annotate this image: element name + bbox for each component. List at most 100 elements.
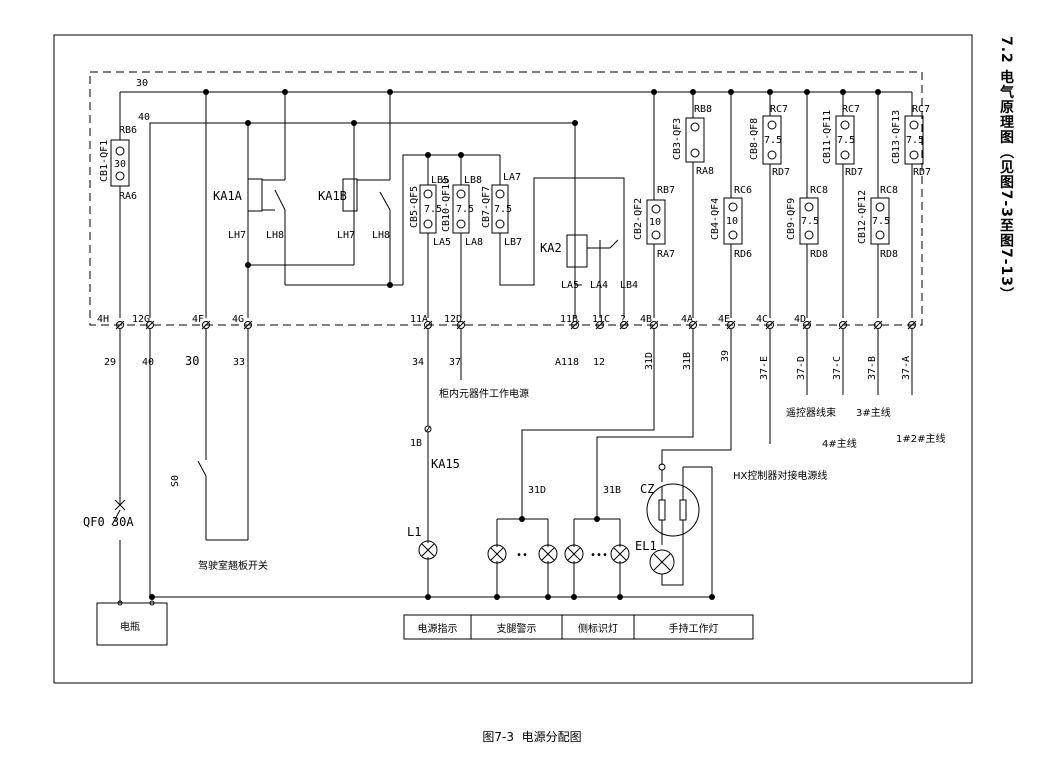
qf1-top: RB6 xyxy=(119,125,137,136)
qf1-name: CB1-QF1 xyxy=(99,140,110,182)
svg-text:31B: 31B xyxy=(682,352,693,370)
svg-text:CB3-QF3: CB3-QF3 xyxy=(672,118,683,160)
svg-text:7.5: 7.5 xyxy=(837,135,855,146)
svg-text:S0: S0 xyxy=(170,475,181,487)
svg-text:KA2: KA2 xyxy=(540,241,562,255)
svg-text:RA7: RA7 xyxy=(657,249,675,260)
svg-text:7.5: 7.5 xyxy=(494,204,512,215)
svg-text:A118: A118 xyxy=(555,357,579,368)
svg-text:CB7-QF7: CB7-QF7 xyxy=(481,186,492,228)
svg-text:EL1: EL1 xyxy=(635,539,657,553)
ka1a-label: KA1A xyxy=(213,189,243,203)
svg-text:RA8: RA8 xyxy=(696,166,714,177)
svg-text:12D: 12D xyxy=(444,314,462,325)
lamp-el1 xyxy=(649,549,683,586)
bus-30-label: 30 xyxy=(136,78,148,89)
svg-text:RD7: RD7 xyxy=(772,167,790,178)
svg-text:7.5: 7.5 xyxy=(424,204,442,215)
breaker-qf13: 7.5 RC7 RD7 CB13-QF13 xyxy=(891,92,931,318)
svg-text:4B: 4B xyxy=(640,314,652,325)
legend-power: 电源指示 xyxy=(417,624,458,635)
wire-cb-group xyxy=(402,154,500,285)
svg-text:31D: 31D xyxy=(644,352,655,370)
breaker-qf12: 7.5 RC8 RD8 CB12-QF12 xyxy=(857,92,898,318)
legend-side: 侧标识灯 xyxy=(578,624,618,635)
svg-text:CB8-QF8: CB8-QF8 xyxy=(749,118,760,160)
svg-text:7.5: 7.5 xyxy=(764,135,782,146)
svg-text:7.5: 7.5 xyxy=(801,216,819,227)
svg-text:34: 34 xyxy=(412,357,424,368)
breaker-qf7: 7.5 LA7 LB7 CB7-QF7 xyxy=(481,155,625,318)
svg-text:CB11-QF11: CB11-QF11 xyxy=(822,110,833,164)
svg-text:37-A: 37-A xyxy=(901,356,912,380)
breaker-qf10: 7.5 LB8 LA8 CB10-QF10 xyxy=(441,155,483,318)
svg-text:RD8: RD8 xyxy=(810,249,828,260)
lamp-outrigger-2 xyxy=(538,544,558,564)
note-main12: 1#2#主线 xyxy=(896,434,946,445)
svg-text:40: 40 xyxy=(142,357,154,368)
svg-text:7.5: 7.5 xyxy=(906,135,924,146)
svg-text:CB9-QF9: CB9-QF9 xyxy=(786,198,797,240)
svg-text:CB12-QF12: CB12-QF12 xyxy=(857,190,868,244)
socket-cz xyxy=(646,483,700,585)
svg-text:31D: 31D xyxy=(528,485,546,496)
svg-text:4A: 4A xyxy=(681,314,693,325)
svg-text:CB10-QF10: CB10-QF10 xyxy=(441,178,452,232)
ellipsis-2: ••• xyxy=(590,550,608,561)
svg-text:7.5: 7.5 xyxy=(872,216,890,227)
svg-text:4H: 4H xyxy=(97,314,109,325)
svg-text:LB8: LB8 xyxy=(464,175,482,186)
section-heading: 7.2 电气原理图（见图7-3至图7-13） xyxy=(998,36,1014,303)
svg-text:L1: L1 xyxy=(407,525,421,539)
svg-text:37-D: 37-D xyxy=(796,356,807,380)
svg-text:12: 12 xyxy=(593,357,605,368)
battery-label: 电瓶 xyxy=(120,622,140,633)
svg-text:RC6: RC6 xyxy=(734,185,752,196)
battery-box xyxy=(96,602,168,646)
svg-text:4F: 4F xyxy=(192,314,204,325)
note-remote-harness: 遥控器线束 xyxy=(786,408,836,419)
svg-text:RC8: RC8 xyxy=(880,185,898,196)
legend-handlamp: 手持工作灯 xyxy=(668,624,719,635)
svg-text:4E: 4E xyxy=(718,314,730,325)
ellipsis-1: •• xyxy=(516,550,528,561)
lamp-side-1 xyxy=(564,544,584,564)
svg-text:39: 39 xyxy=(720,350,731,362)
svg-text:4G: 4G xyxy=(232,314,244,325)
breaker-qf4: 10 RC6 RD6 CB4-QF4 xyxy=(710,92,752,318)
svg-text:29: 29 xyxy=(104,357,116,368)
note-cabinet-power: 柜内元器件工作电源 xyxy=(439,389,529,400)
svg-text:RB8: RB8 xyxy=(694,104,712,115)
svg-text:LB5: LB5 xyxy=(431,175,449,186)
figure-caption: 图7-3 电源分配图 xyxy=(482,730,582,744)
svg-text:30: 30 xyxy=(185,354,199,368)
svg-text:CZ: CZ xyxy=(640,482,654,496)
svg-text:LA4: LA4 xyxy=(590,280,608,291)
breaker-qf1: 30 RB6 RA6 CB1-QF1 xyxy=(99,92,137,318)
svg-text:RB7: RB7 xyxy=(657,185,675,196)
breaker-qf9: 7.5 RC8 RD8 CB9-QF9 xyxy=(786,92,828,318)
svg-text:4D: 4D xyxy=(794,314,806,325)
terminal-row: 4H 12G 4F 4G 11A 12D 11B 11C ? 4B 4A 4E … xyxy=(97,314,917,330)
svg-text:RD7: RD7 xyxy=(913,167,931,178)
svg-text:31B: 31B xyxy=(603,485,621,496)
lower-labels: 1B KA15 L1 S0 QF0 30A 31D 31B CZ EL1 xyxy=(83,438,657,553)
svg-text:CB13-QF13: CB13-QF13 xyxy=(891,110,902,164)
lh7a-label: LH7 xyxy=(228,230,246,241)
svg-text:LA5: LA5 xyxy=(561,280,579,291)
svg-text:12G: 12G xyxy=(132,314,150,325)
legend-table xyxy=(403,614,754,640)
svg-text:37: 37 xyxy=(449,357,461,368)
drawing-frame xyxy=(53,34,973,684)
svg-text:LA7: LA7 xyxy=(503,172,521,183)
lamp-outrigger-1 xyxy=(487,544,507,564)
breaker-qf8: 7.5 RC7 RD7 CB8-QF8 xyxy=(749,92,790,318)
svg-text:37-B: 37-B xyxy=(867,356,878,380)
legend-outrigger: 支腿警示 xyxy=(496,624,537,635)
svg-text:10: 10 xyxy=(726,216,738,227)
note-main4: 4#主线 xyxy=(822,439,857,450)
svg-text:RC8: RC8 xyxy=(810,185,828,196)
relay-ka1b: KA1B LH7 LH8 xyxy=(318,92,391,285)
bus-40 xyxy=(149,122,582,318)
